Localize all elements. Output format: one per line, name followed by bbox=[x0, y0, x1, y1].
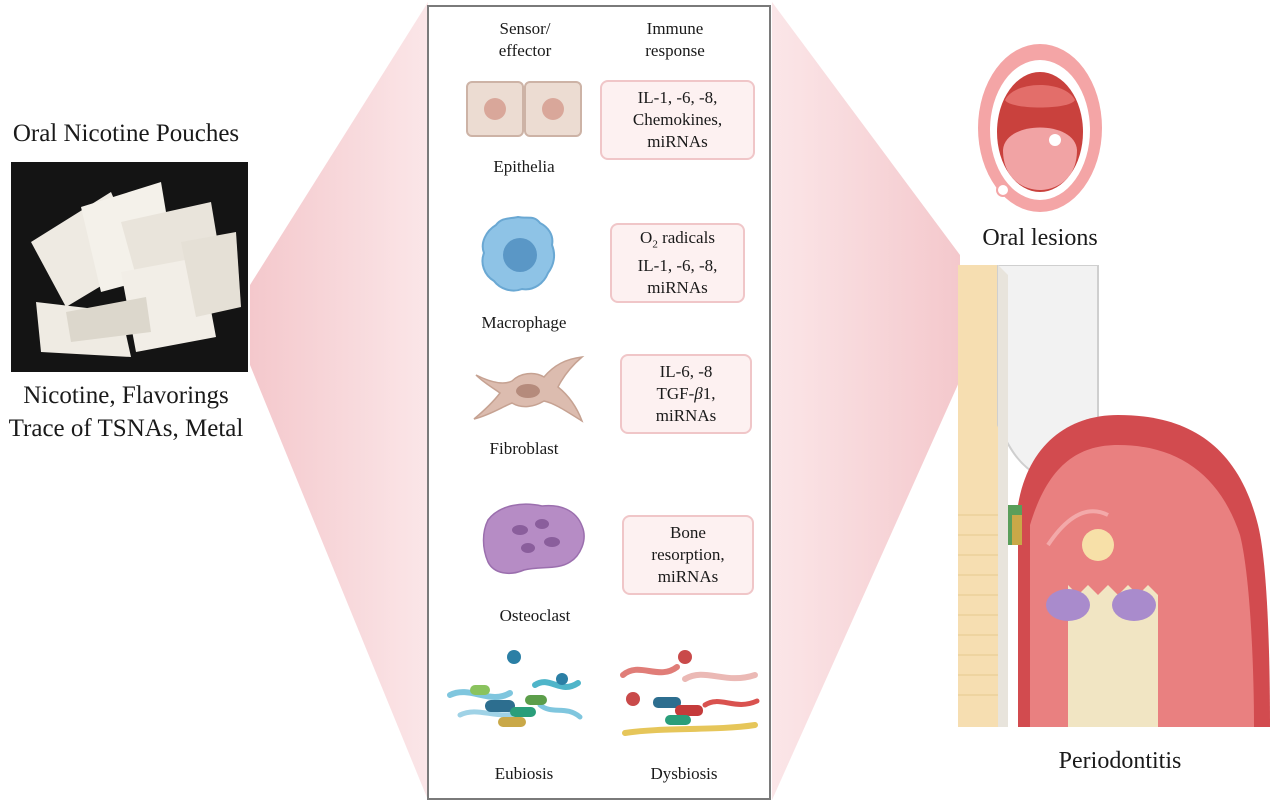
open-mouth-icon bbox=[978, 44, 1102, 212]
right-funnel bbox=[772, 2, 960, 800]
fibroblast-icon bbox=[473, 355, 585, 423]
pouches-photo bbox=[11, 162, 248, 372]
oral-lesions-label: Oral lesions bbox=[982, 225, 1098, 251]
left-funnel bbox=[250, 2, 428, 800]
osteoclast-icon bbox=[482, 503, 585, 575]
ingredients-line2: Trace of TSNAs, Metal bbox=[8, 415, 244, 442]
pouches-title: Oral Nicotine Pouches bbox=[12, 120, 240, 147]
cell-label-osteoclast: Osteoclast bbox=[499, 606, 571, 625]
header-sensor: Sensor/ effector bbox=[498, 19, 552, 60]
response-epithelia: IL-1, -6, -8, Chemokines, miRNAs bbox=[600, 80, 755, 160]
periodontitis-label: Periodontitis bbox=[1058, 748, 1182, 774]
epithelia-icon bbox=[466, 81, 582, 137]
dysbiosis-microbes-icon bbox=[620, 650, 760, 736]
response-fibroblast: IL-6, -8 TGF-β1, miRNAs bbox=[620, 354, 752, 434]
header-immune: Immune response bbox=[645, 19, 705, 60]
cell-label-macrophage: Macrophage bbox=[481, 313, 567, 332]
periodontitis-tissue-icon bbox=[958, 265, 1270, 727]
macrophage-icon bbox=[481, 215, 556, 292]
response-macrophage: O2 radicals IL-1, -6, -8, miRNAs bbox=[610, 223, 745, 303]
eubiosis-label: Eubiosis bbox=[494, 764, 554, 783]
response-osteoclast: Bone resorption, miRNAs bbox=[622, 515, 754, 595]
dysbiosis-label: Dysbiosis bbox=[650, 764, 718, 783]
ingredients-line1: Nicotine, Flavorings bbox=[23, 382, 229, 409]
eubiosis-microbes-icon bbox=[447, 650, 583, 727]
cell-label-fibroblast: Fibroblast bbox=[489, 439, 559, 458]
cell-label-epithelia: Epithelia bbox=[493, 157, 555, 176]
